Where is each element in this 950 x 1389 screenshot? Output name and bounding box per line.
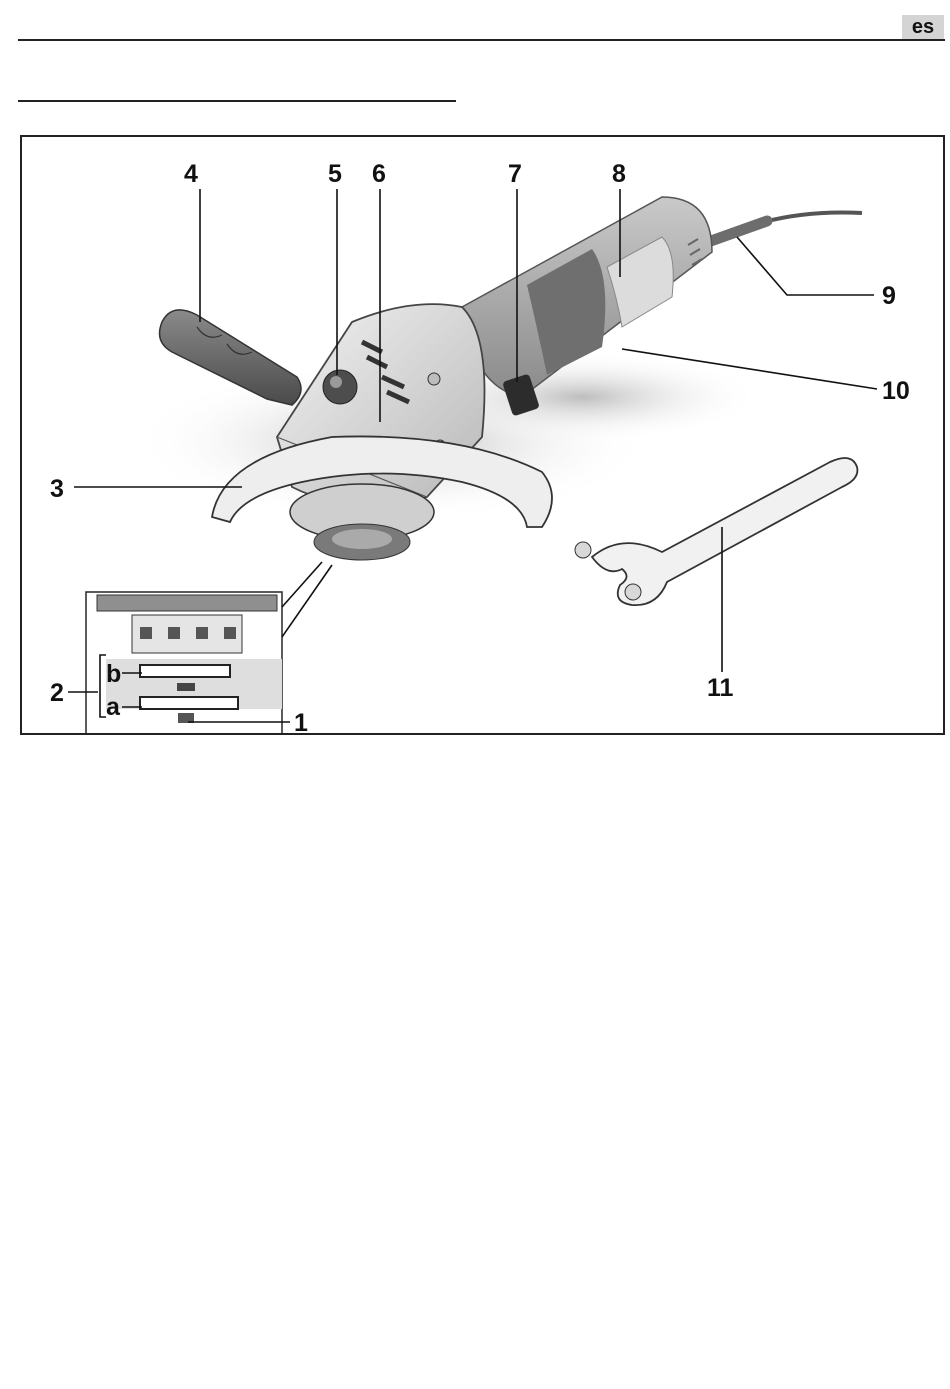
spindle-lock-button: [323, 370, 357, 404]
header-rule: [18, 39, 945, 41]
callout-5: 5: [328, 160, 342, 188]
inset-letter-a: a: [106, 693, 121, 721]
callout-1: 1: [294, 709, 308, 735]
callout-10: 10: [882, 377, 910, 405]
product-figure: 4 5 6 7 8 9 10 3 11 2 1 b a: [20, 135, 945, 735]
callout-2: 2: [50, 679, 64, 707]
callout-4: 4: [184, 160, 198, 188]
flange-assembly: [290, 484, 434, 560]
callout-8: 8: [612, 160, 626, 188]
angle-grinder-illustration: 4 5 6 7 8 9 10 3 11 2 1 b a: [22, 137, 945, 735]
inset-letter-b: b: [106, 660, 121, 688]
callout-11: 11: [707, 674, 734, 702]
callout-3: 3: [50, 475, 64, 503]
language-badge: es: [902, 15, 944, 39]
callout-6: 6: [372, 160, 386, 188]
callout-7: 7: [508, 160, 522, 188]
section-heading-rule: [18, 100, 456, 102]
power-cord: [694, 213, 862, 248]
callout-9: 9: [882, 282, 896, 310]
